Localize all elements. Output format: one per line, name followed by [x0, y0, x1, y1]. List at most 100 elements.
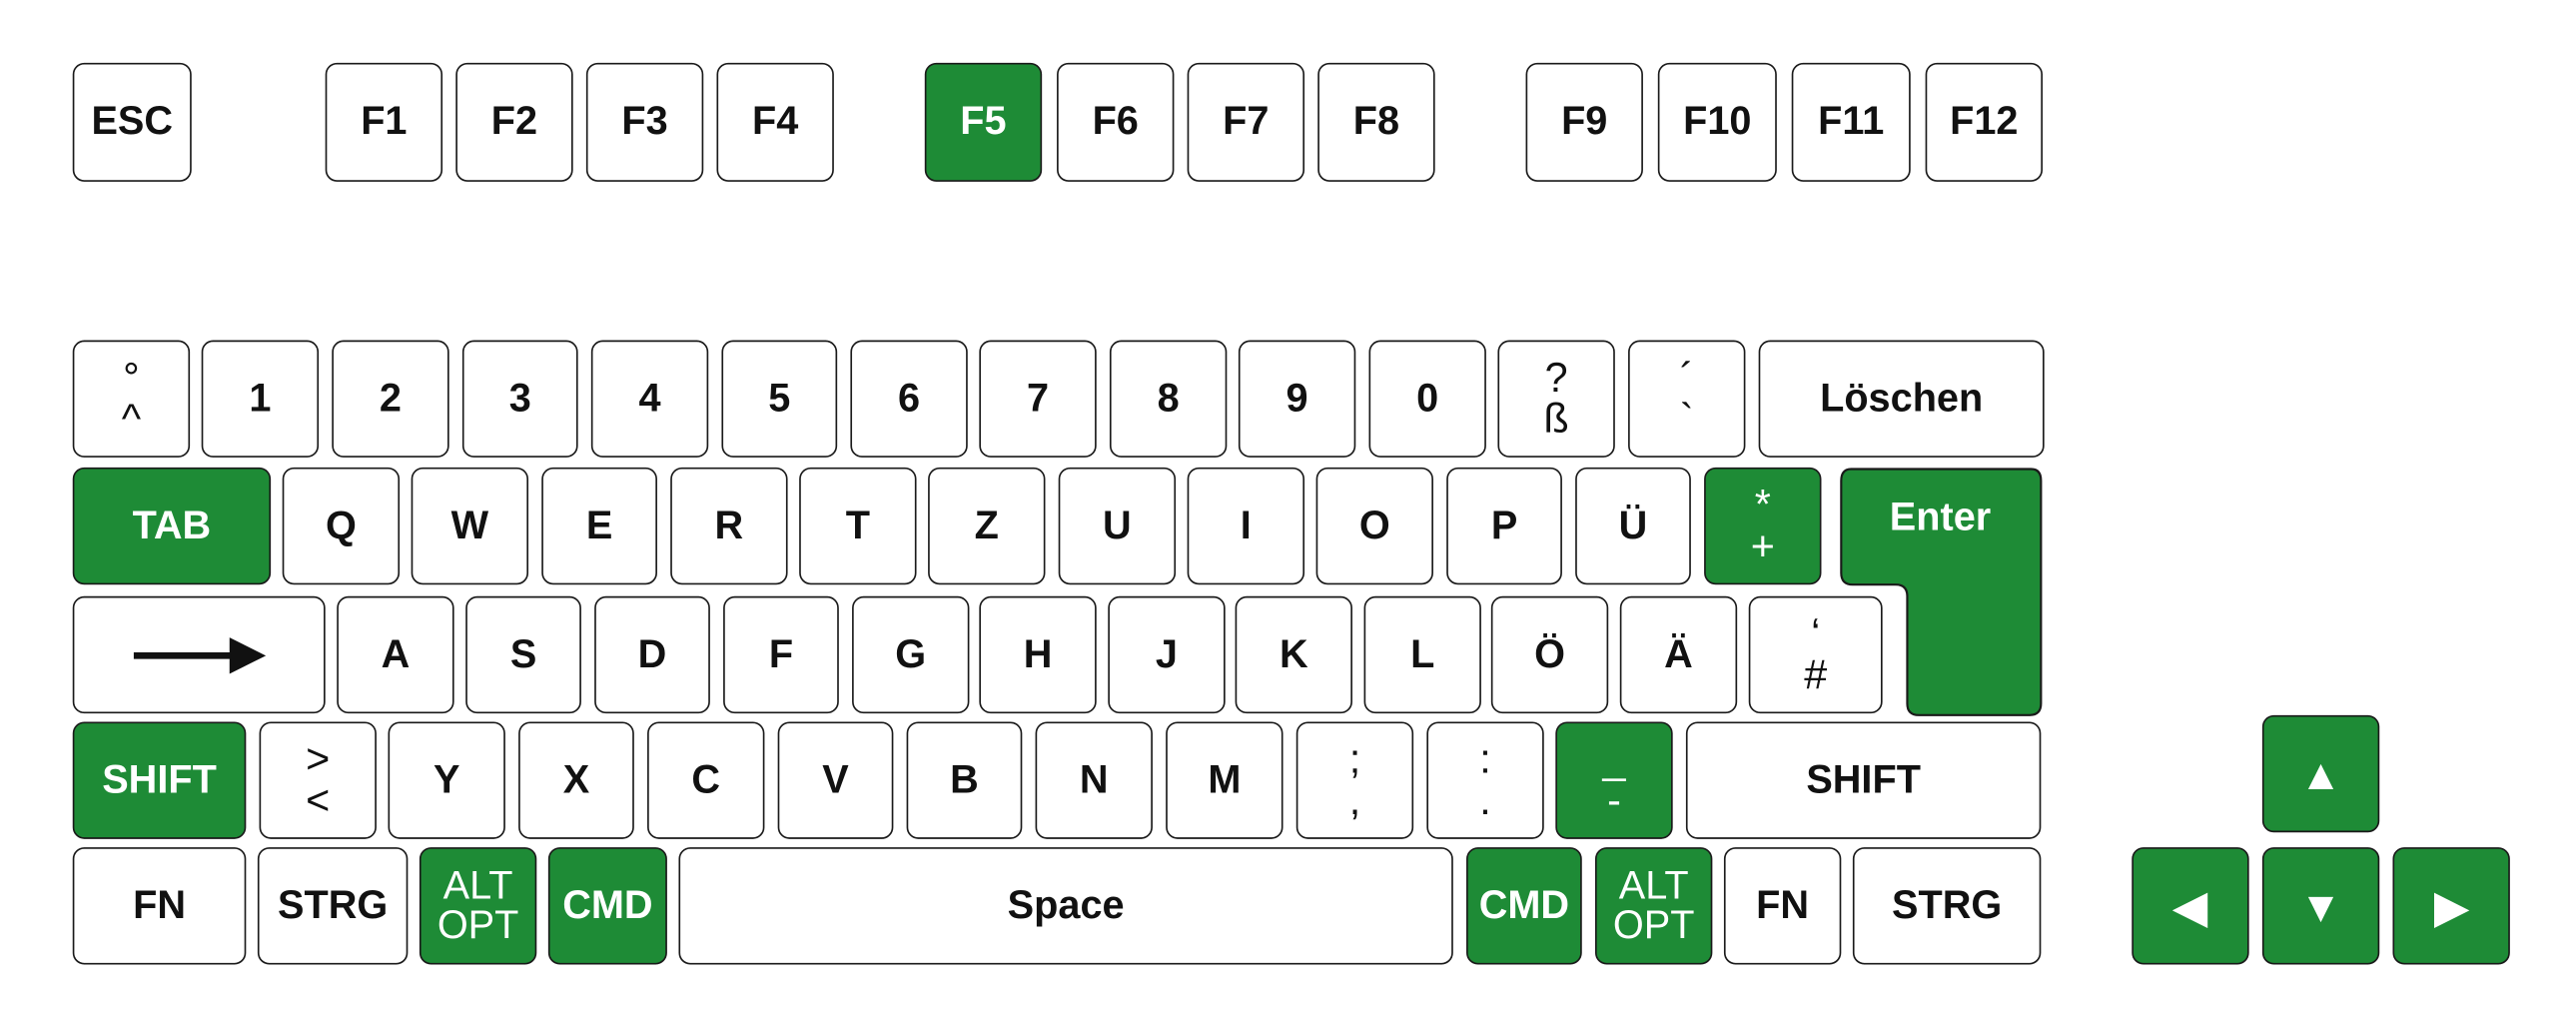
key-top-label: ALT [442, 862, 513, 908]
key-cmd[interactable]: CMD [547, 847, 667, 965]
key-top-label: _ [1602, 735, 1626, 782]
key-r[interactable]: R [670, 467, 788, 585]
key-f5[interactable]: F5 [924, 62, 1043, 182]
key-d[interactable]: D [594, 595, 710, 714]
key-symbol[interactable]: >< [259, 721, 377, 839]
key-ü[interactable]: Ü [1575, 467, 1691, 585]
key-f9[interactable]: F9 [1525, 62, 1643, 182]
key-top-label: ALT [1618, 862, 1689, 908]
key-bottom-label: . [1479, 776, 1491, 824]
key-x[interactable]: X [518, 721, 634, 839]
key-bottom-label: - [1607, 776, 1621, 824]
key-arrow-left[interactable]: ◀ [2132, 847, 2249, 965]
key-9[interactable]: 9 [1238, 340, 1356, 458]
key-arrow-up[interactable]: ▲ [2261, 714, 2380, 833]
key-top-label: ; [1348, 735, 1361, 782]
key-symbol[interactable]: *+ [1704, 467, 1822, 585]
key-strg[interactable]: STRG [257, 847, 409, 965]
key-symbol[interactable]: ;, [1295, 721, 1414, 839]
key-symbol[interactable]: :. [1426, 721, 1544, 839]
key-top-label: : [1479, 735, 1491, 782]
key-s[interactable]: S [465, 595, 581, 714]
key-space[interactable]: Space [678, 847, 1453, 965]
key-strg[interactable]: STRG [1852, 847, 2042, 965]
arrow-right-icon: ▶ [2434, 880, 2468, 931]
key-top-label: ° [123, 354, 140, 401]
key-ß[interactable]: ?ß [1497, 340, 1615, 458]
key-f[interactable]: F [723, 595, 839, 714]
key-w[interactable]: W [411, 467, 529, 585]
key-symbol[interactable]: °^ [72, 340, 191, 458]
key-o[interactable]: O [1315, 467, 1433, 585]
key-shift[interactable]: SHIFT [72, 721, 247, 839]
key-q[interactable]: Q [282, 467, 401, 585]
key-f7[interactable]: F7 [1187, 62, 1305, 182]
key-shift[interactable]: SHIFT [1685, 721, 2042, 839]
key-fn[interactable]: FN [72, 847, 247, 965]
key-f2[interactable]: F2 [455, 62, 573, 182]
key-p[interactable]: P [1446, 467, 1562, 585]
key-f3[interactable]: F3 [585, 62, 704, 182]
key-bottom-label: # [1804, 651, 1828, 698]
key-esc[interactable]: ESC [72, 62, 192, 182]
key-bottom-label: OPT [1612, 902, 1695, 948]
key-arrow-down[interactable]: ▼ [2261, 847, 2380, 965]
key-e[interactable]: E [541, 467, 657, 585]
key-3[interactable]: 3 [461, 340, 578, 458]
key-t[interactable]: T [799, 467, 917, 585]
key-6[interactable]: 6 [850, 340, 968, 458]
key-f11[interactable]: F11 [1791, 62, 1911, 182]
caps-arrow-icon [133, 636, 266, 673]
key-l[interactable]: L [1363, 595, 1481, 714]
key-k[interactable]: K [1235, 595, 1352, 714]
key-1[interactable]: 1 [201, 340, 320, 458]
key-symbol[interactable]: _- [1555, 721, 1673, 839]
key-7[interactable]: 7 [979, 340, 1097, 458]
key-löschen[interactable]: Löschen [1758, 340, 2045, 458]
key-arrow-right[interactable]: ▶ [2392, 847, 2510, 965]
key-f12[interactable]: F12 [1925, 62, 2044, 182]
key-f8[interactable]: F8 [1317, 62, 1435, 182]
key-h[interactable]: H [979, 595, 1097, 714]
key-caps-lock[interactable] [72, 595, 326, 714]
key-f1[interactable]: F1 [325, 62, 443, 182]
key-f4[interactable]: F4 [716, 62, 834, 182]
key-n[interactable]: N [1035, 721, 1153, 839]
key-f6[interactable]: F6 [1057, 62, 1175, 182]
key-a[interactable]: A [337, 595, 454, 714]
key-bottom-label: < [306, 776, 331, 824]
key-v[interactable]: V [777, 721, 894, 839]
key-fn[interactable]: FN [1723, 847, 1842, 965]
key-top-label: ´ [1679, 354, 1694, 401]
key-g[interactable]: G [852, 595, 970, 714]
key-4[interactable]: 4 [590, 340, 709, 458]
key-i[interactable]: I [1187, 467, 1305, 585]
key-2[interactable]: 2 [332, 340, 449, 458]
key-5[interactable]: 5 [721, 340, 838, 458]
key-bottom-label: ^ [121, 395, 142, 443]
key-symbol[interactable]: ´` [1628, 340, 1746, 458]
key-ä[interactable]: Ä [1619, 595, 1738, 714]
key-8[interactable]: 8 [1109, 340, 1228, 458]
key-z[interactable]: Z [928, 467, 1046, 585]
key-ö[interactable]: Ö [1490, 595, 1609, 714]
key-u[interactable]: U [1058, 467, 1177, 585]
key-j[interactable]: J [1108, 595, 1226, 714]
key-enter[interactable]: Enter [1889, 495, 1992, 540]
key-symbol[interactable]: ‘# [1748, 595, 1883, 714]
key-c[interactable]: C [647, 721, 765, 839]
key-tab[interactable]: TAB [72, 467, 272, 585]
key-0[interactable]: 0 [1368, 340, 1486, 458]
arrow-up-icon: ▲ [2299, 748, 2342, 799]
key-bottom-label: , [1348, 776, 1361, 824]
key-enter-shape[interactable] [1840, 468, 2045, 718]
key-b[interactable]: B [906, 721, 1023, 839]
key-cmd[interactable]: CMD [1466, 847, 1582, 965]
key-y[interactable]: Y [388, 721, 505, 839]
key-m[interactable]: M [1166, 721, 1284, 839]
key-f10[interactable]: F10 [1657, 62, 1777, 182]
key-bottom-label: ` [1679, 395, 1694, 443]
